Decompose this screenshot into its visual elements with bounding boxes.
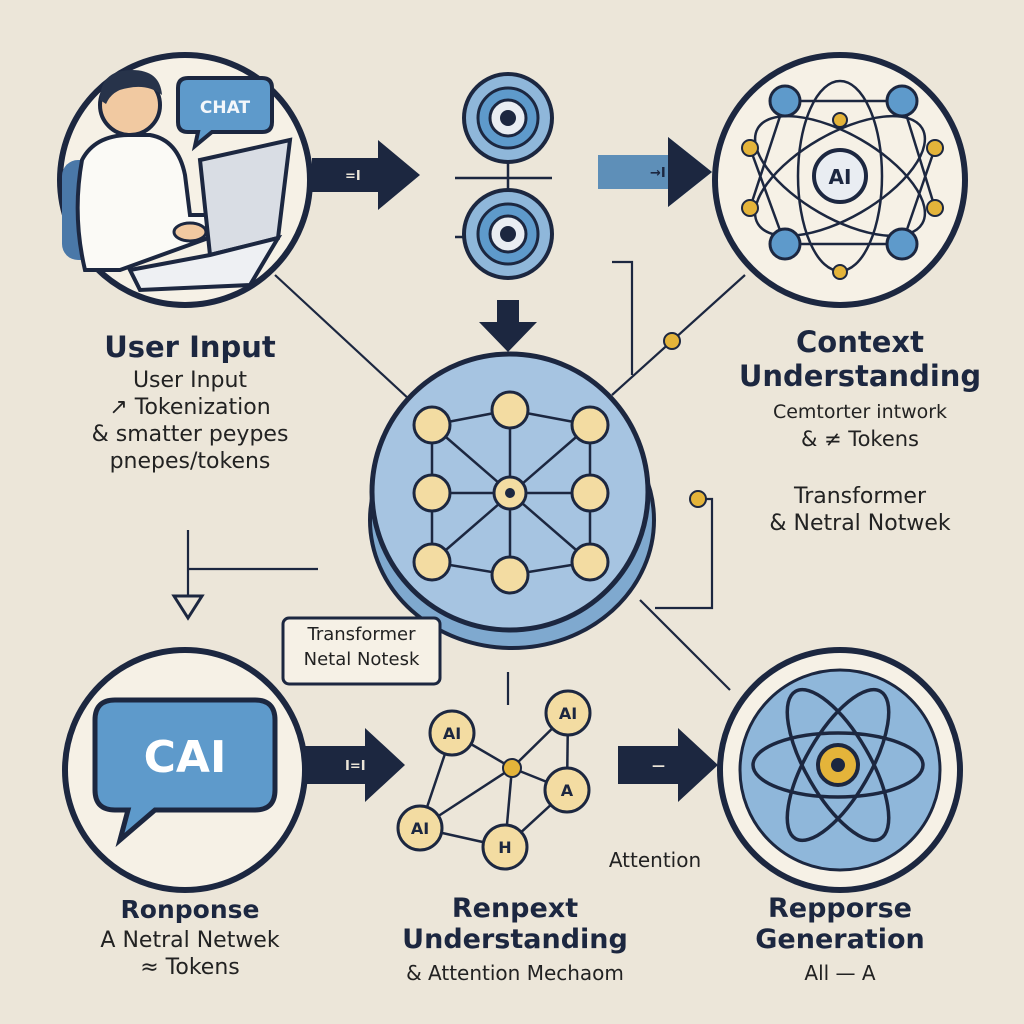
node-blue (885, 84, 919, 118)
transformer-line: Transformer (793, 484, 926, 509)
generation-title: Generation (755, 924, 925, 955)
attention-node (543, 766, 591, 814)
neuron-node (570, 473, 610, 513)
user-hand (172, 221, 208, 243)
context-title: Context (796, 325, 924, 359)
context-line: & ≠ Tokens (800, 427, 919, 451)
context-line: Cemtorter intwork (772, 401, 948, 423)
neuron-node (490, 555, 530, 595)
response-generation-atom-icon (717, 647, 963, 893)
attention-node-label: A (561, 781, 574, 800)
hub-tag-line: Transformer (307, 624, 416, 645)
hub-tag-box (281, 616, 442, 686)
user-input-line: ↗ Tokenization (109, 395, 271, 420)
connector-user-to-hub (274, 274, 411, 401)
arrow-mark: =I (345, 169, 361, 184)
node-gold (926, 199, 944, 217)
generation-title: Repporse (767, 893, 912, 924)
attention-node-label: AI (559, 704, 577, 723)
response-block: Ronponse A Netral Netwek ≈ Tokens (55, 895, 325, 980)
node-blue (885, 227, 919, 261)
attention-node (428, 709, 476, 757)
chat-bubble-label: CHAT (200, 98, 251, 118)
arrow-right-icon (312, 140, 420, 210)
junction-dot (689, 490, 707, 508)
user-input-line: pnepes/tokens (109, 449, 271, 474)
arrow-down-icon (479, 300, 537, 352)
arrow-down-small-icon (171, 594, 205, 621)
node-gold (832, 112, 848, 128)
connector-hub-to-response-gen (639, 599, 731, 691)
neuron-node (570, 542, 610, 582)
junction-dot (663, 332, 681, 350)
attention-node (544, 689, 592, 737)
arrow-mark: — (652, 759, 665, 774)
node-gold (926, 139, 944, 157)
hub-tag-line: Netal Notesk (303, 649, 420, 670)
attention-node (396, 804, 444, 852)
user-input-block: User Input User Input ↗ Tokenization & s… (60, 330, 320, 474)
neuron-node (412, 473, 452, 513)
neuron-node (412, 405, 452, 445)
context-title: Understanding (738, 359, 982, 393)
user-input-line: User Input (132, 368, 248, 393)
arrows (171, 137, 718, 802)
hub-tag-text: Transformer Netal Notesk (283, 624, 440, 670)
user-input-icon (57, 52, 313, 308)
generation-sub: All — A (804, 961, 876, 985)
arrow-right-icon (618, 728, 718, 802)
neuron-node (490, 390, 530, 430)
node-blue (768, 227, 802, 261)
response-line: A Netral Netwek (100, 928, 280, 953)
transformer-line: & Netral Notwek (769, 511, 951, 536)
arrow-right-icon (305, 728, 405, 802)
context-center-label: AI (829, 165, 852, 189)
context-center-node (812, 148, 868, 204)
context-atom-icon (712, 52, 968, 308)
response-title: Ronponse (120, 895, 260, 924)
neural-network-hub-icon (368, 351, 656, 650)
response-bubble-icon (62, 647, 308, 893)
attention-node-label: AI (443, 724, 461, 743)
attention-node (481, 823, 529, 871)
node-gold (741, 139, 759, 157)
arrow-mark: →I (650, 166, 666, 181)
connector-right-bracket (655, 497, 714, 610)
laptop-keyboard (127, 234, 283, 293)
user-hair (100, 70, 162, 104)
renpext-sub: & Attention Mechaom (406, 961, 624, 985)
renpext-block: Renpext Understanding & Attention Mechao… (365, 893, 665, 985)
renpext-title: Understanding (402, 924, 628, 955)
transformer-note: Transformer & Netral Notwek (720, 484, 1000, 536)
connector-right-elbow (612, 260, 634, 375)
attention-graph-icon (396, 689, 592, 871)
user-input-title: User Input (104, 330, 276, 364)
attention-label: Attention (608, 848, 702, 872)
attention-node-label: AI (411, 819, 429, 838)
cai-speech-bubble (92, 697, 278, 848)
arrow-mark: I=I (345, 759, 366, 774)
node-gold (741, 199, 759, 217)
neuron-node (570, 405, 610, 445)
node-gold (832, 264, 848, 280)
context-block: Context Understanding Cemtorter intwork … (710, 325, 1010, 451)
chat-bubble (176, 76, 274, 152)
attention-hub-node (502, 758, 522, 778)
response-line: ≈ Tokens (140, 955, 240, 980)
generation-block: Repporse Generation All — A (705, 893, 975, 985)
neuron-node (412, 542, 452, 582)
user-input-line: & smatter peypes (91, 422, 289, 447)
cai-bubble-label: CAI (144, 732, 227, 783)
renpext-title: Renpext (451, 893, 579, 924)
attention-node-label: H (498, 838, 511, 857)
token-stack-icon (455, 72, 554, 280)
node-blue (768, 84, 802, 118)
